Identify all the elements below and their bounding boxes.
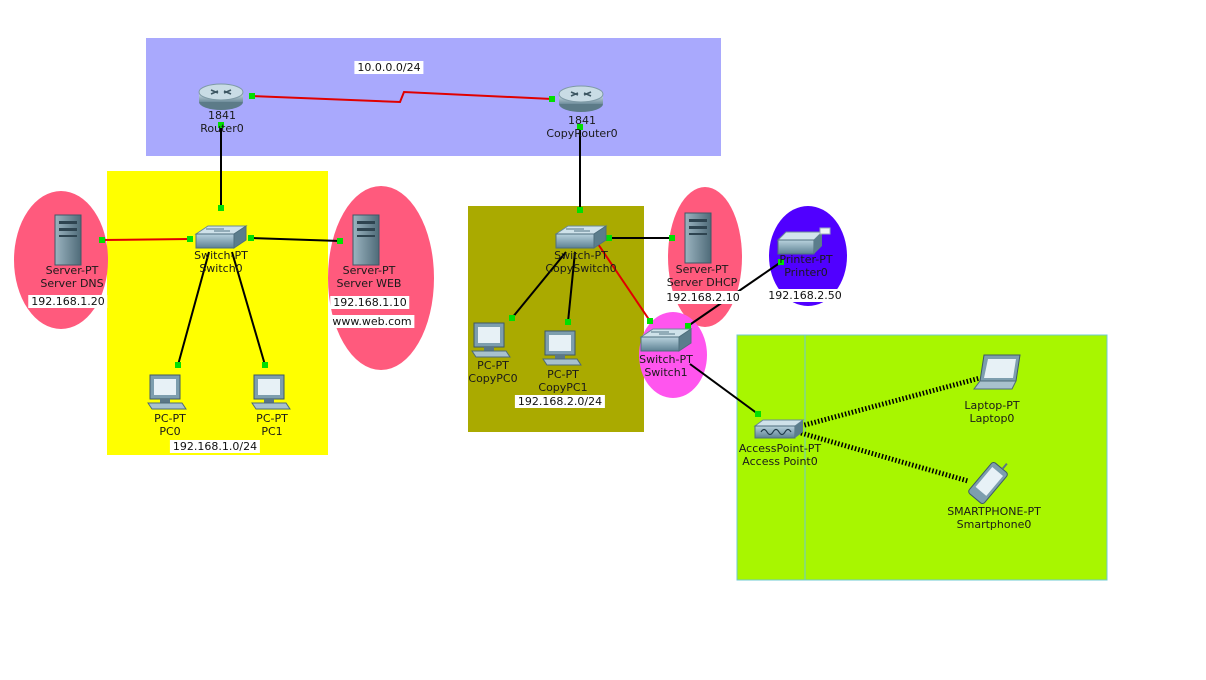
link-switch0-pc1 [231, 251, 266, 366]
copyswitch0-name: CopySwitch0 [545, 262, 617, 275]
link-switch0-pc0 [177, 251, 210, 366]
server-dhcp-ip: 192.168.2.10 [663, 291, 743, 304]
port-lights [99, 93, 784, 417]
server-dns-icon[interactable] [54, 214, 82, 266]
link-copyswitch0-switch1 [597, 243, 651, 322]
printer-name: Printer0 [784, 266, 828, 279]
lan1-network-label: 192.168.1.0/24 [169, 440, 261, 453]
laptop-model: Laptop-PT [964, 399, 1020, 412]
pc0-name: PC0 [159, 425, 181, 438]
wifi-area [736, 334, 1108, 581]
pc1-icon[interactable] [251, 374, 291, 410]
pc1-model: PC-PT [256, 412, 288, 425]
copypc0-name: CopyPC0 [468, 372, 518, 385]
copypc1-icon[interactable] [542, 330, 582, 366]
switch0-model: Switch-PT [194, 249, 248, 262]
router0-icon[interactable] [198, 83, 244, 110]
link-copyswitch0-copypc0 [511, 251, 567, 319]
access-point-name: Access Point0 [742, 455, 818, 468]
router0-name: Router0 [200, 122, 244, 135]
link-dns-switch0 [101, 238, 191, 241]
laptop-name: Laptop0 [969, 412, 1015, 425]
copyrouter0-icon[interactable] [558, 85, 604, 112]
smartphone-name: Smartphone0 [956, 518, 1032, 531]
access-point-icon[interactable] [753, 419, 805, 439]
links [101, 90, 782, 415]
switch1-icon[interactable] [639, 328, 693, 352]
laptop-icon[interactable] [973, 354, 1021, 390]
printer-ip: 192.168.2.50 [765, 289, 845, 302]
wireless-links [800, 375, 981, 484]
link-copyswitch0-copypc1 [567, 251, 576, 323]
server-dns-name: Server DNS [40, 277, 104, 290]
server-dhcp-icon[interactable] [684, 212, 712, 264]
server-web-url: www.web.com [329, 315, 415, 328]
copyrouter0-name: CopyRouter0 [546, 127, 618, 140]
copyrouter0-model: 1841 [568, 114, 596, 127]
copypc0-model: PC-PT [477, 359, 509, 372]
access-point-model: AccessPoint-PT [738, 442, 822, 455]
server-web-ip: 192.168.1.10 [330, 296, 410, 309]
server-web-name: Server WEB [336, 277, 402, 290]
server-web-icon[interactable] [352, 214, 380, 266]
copypc0-icon[interactable] [471, 322, 511, 358]
wireless-ap-smartphone [800, 430, 969, 484]
pc0-model: PC-PT [154, 412, 186, 425]
server-web-model: Server-PT [342, 264, 396, 277]
switch0-icon[interactable] [194, 225, 248, 249]
switch1-name: Switch1 [644, 366, 688, 379]
copypc1-name: CopyPC1 [538, 381, 588, 394]
smartphone-icon[interactable] [967, 456, 1013, 505]
link-switch0-web [250, 237, 341, 242]
router-network-label: 10.0.0.0/24 [354, 61, 424, 74]
switch0-name: Switch0 [199, 262, 243, 275]
server-dns-model: Server-PT [45, 264, 99, 277]
copyswitch0-model: Switch-PT [554, 249, 608, 262]
switch1-model: Switch-PT [639, 353, 693, 366]
lan2-network-label: 192.168.2.0/24 [514, 395, 606, 408]
router0-model: 1841 [208, 109, 236, 122]
pc1-name: PC1 [261, 425, 283, 438]
server-dns-ip: 192.168.1.20 [28, 295, 108, 308]
link-switch1-ap [689, 363, 759, 415]
server-dhcp-model: Server-PT [675, 263, 729, 276]
wireless-ap-laptop [800, 375, 981, 429]
link-router0-copyrouter0 [251, 90, 553, 104]
copyswitch0-icon[interactable] [554, 225, 608, 249]
copypc1-model: PC-PT [547, 368, 579, 381]
printer-model: Printer-PT [779, 253, 833, 266]
smartphone-model: SMARTPHONE-PT [947, 505, 1041, 518]
server-dhcp-name: Server DHCP [666, 276, 738, 289]
lan1-area [107, 171, 328, 455]
printer-icon[interactable] [776, 227, 831, 255]
pc0-icon[interactable] [147, 374, 187, 410]
